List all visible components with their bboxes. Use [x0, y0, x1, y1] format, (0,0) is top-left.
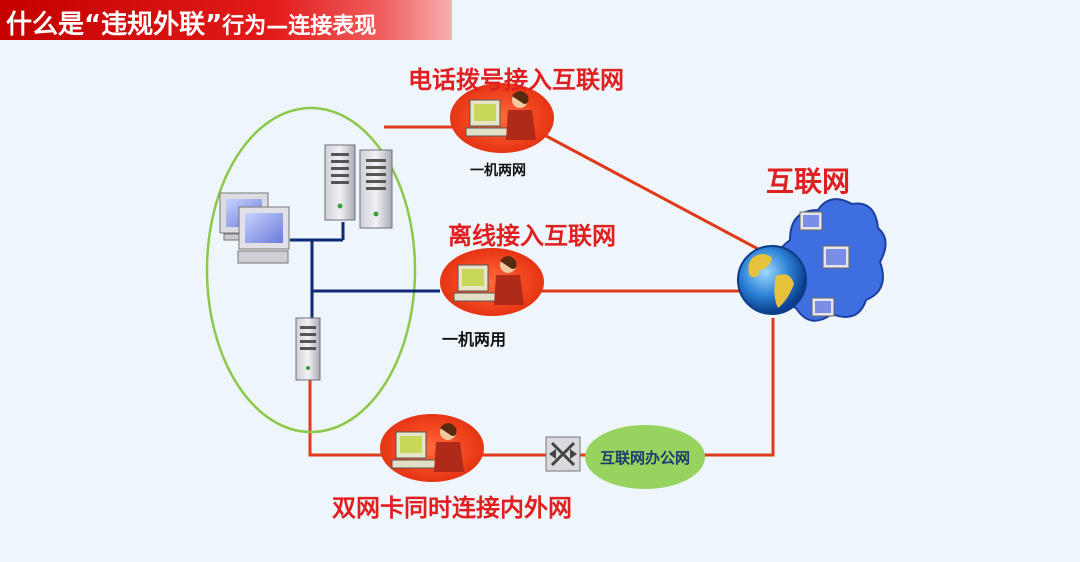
link-office-to-internet — [703, 318, 775, 457]
lan-ellipse — [205, 106, 417, 434]
link-server-to-dualnic — [308, 378, 405, 457]
switch-icon — [545, 436, 581, 472]
user-at-computer-icon — [380, 414, 484, 482]
globe-icon — [737, 245, 807, 315]
user-at-computer-icon — [440, 248, 544, 316]
label-dualnic: 双网卡同时连接内外网 — [332, 494, 572, 522]
link-dialup-to-internet — [534, 128, 761, 252]
server-icon — [295, 317, 321, 381]
title-suffix: 行为—连接表现 — [222, 14, 377, 39]
server-icon — [359, 149, 393, 229]
label-offline: 离线接入互联网 — [448, 222, 616, 250]
title-prefix: 什么是 — [6, 10, 85, 40]
office-net-ellipse — [585, 425, 705, 489]
label-dialup-sub: 一机两网 — [470, 163, 526, 179]
page-title: 什么是“违规外联”行为—连接表现 — [6, 4, 376, 41]
user-at-computer-icon — [450, 83, 554, 153]
label-dialup: 电话拨号接入互联网 — [408, 66, 624, 94]
label-office-net: 互联网办公网 — [600, 449, 691, 467]
desktop-computer-icon — [237, 206, 290, 264]
title-quoted: “违规外联” — [84, 10, 223, 40]
label-internet: 互联网 — [766, 165, 851, 198]
title-bar: 什么是“违规外联”行为—连接表现 — [0, 0, 452, 40]
label-offline-sub: 一机两用 — [442, 330, 507, 349]
lan-links — [290, 222, 440, 326]
server-icon — [324, 144, 356, 221]
